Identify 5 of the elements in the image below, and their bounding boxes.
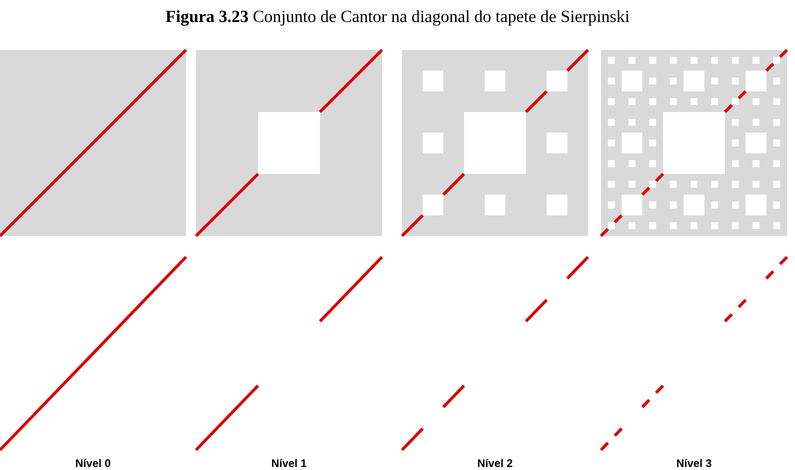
- level-label: Nível 1: [272, 458, 306, 468]
- level-label: Nível 0: [76, 458, 110, 468]
- level-label: Nível 3: [677, 458, 712, 468]
- figure-title: Figura 3.23 Conjunto de Cantor na diagonal do tapete de Sierpinski: [166, 10, 630, 26]
- level-label: Nível 2: [478, 458, 512, 468]
